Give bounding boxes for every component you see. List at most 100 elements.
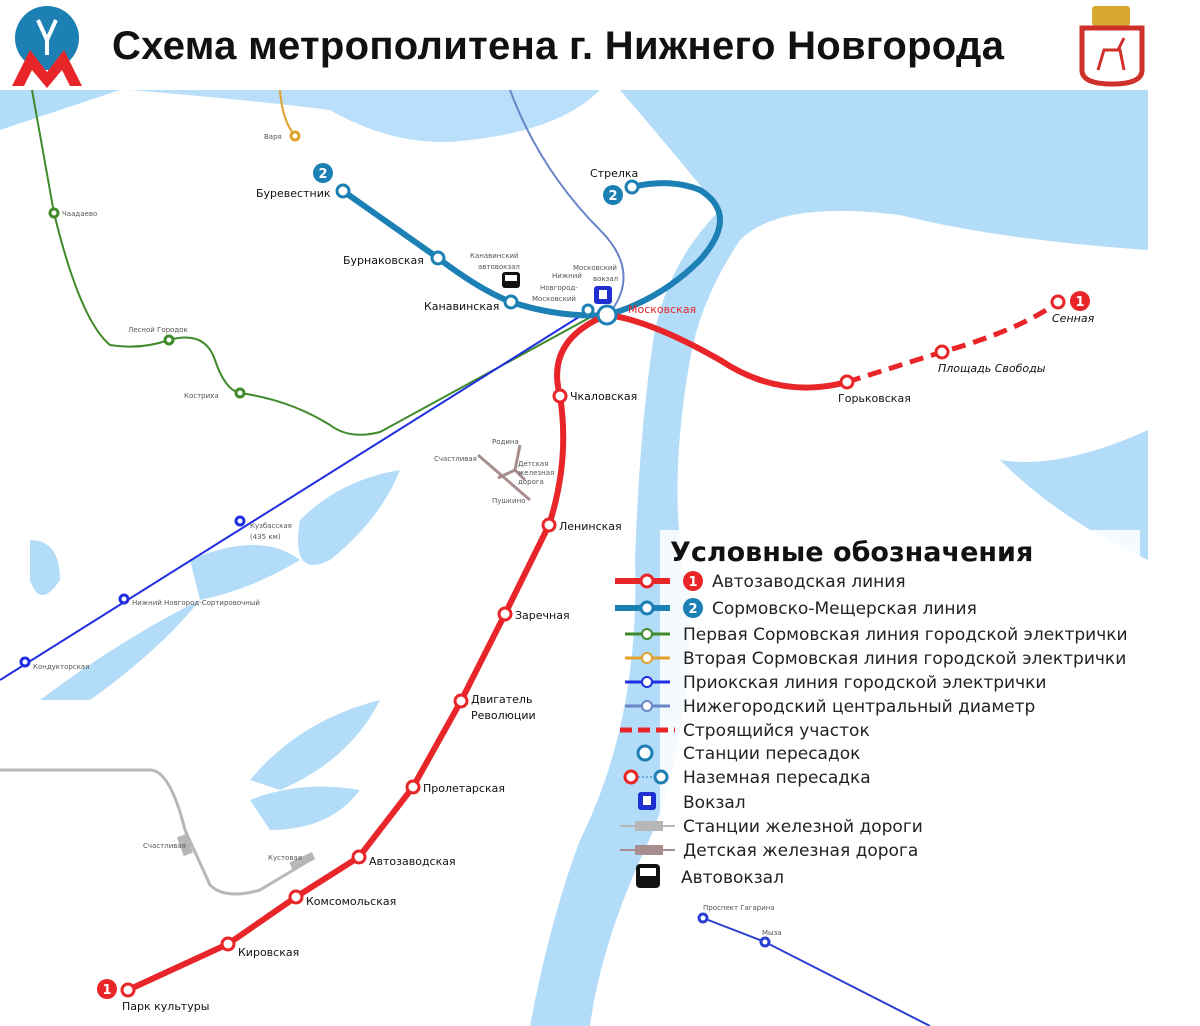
label-zarech: Заречная [515, 609, 570, 622]
label-burev: Буревестник [256, 187, 331, 200]
label-kuzb1: Кузбасская [250, 522, 292, 530]
railway-line [0, 768, 311, 896]
bus-station-icon [502, 272, 520, 288]
river [0, 90, 1148, 1026]
station-kanavinskaya[interactable] [503, 294, 519, 310]
station-dvigatel[interactable] [453, 693, 469, 709]
legend-item: Вторая Сормовская линия городской электр… [625, 649, 1126, 669]
label-pushk: Пушкино [492, 497, 525, 505]
station-kuzbasskaya[interactable] [234, 515, 246, 527]
station-kostarikha[interactable] [234, 387, 246, 399]
label-lesnoy: Лесной Городок [128, 326, 188, 334]
line-oka-east [702, 917, 931, 1026]
label-schast2: Счастливая [143, 842, 186, 850]
svg-text:Строящийся участок: Строящийся участок [683, 721, 870, 741]
line-1 [126, 311, 848, 993]
line-2-badge: 2 [603, 185, 623, 205]
metro-logo [12, 6, 82, 88]
station-varya[interactable] [289, 130, 301, 142]
coat-of-arms-icon [1079, 6, 1145, 87]
station-proletarskaya[interactable] [405, 779, 421, 795]
svg-text:2: 2 [688, 602, 697, 617]
station-leninskaya[interactable] [541, 517, 557, 533]
legend-item: Детская железная дорога [620, 841, 918, 861]
station-avtozavodskaya[interactable] [351, 849, 367, 865]
ncd-line [509, 89, 625, 311]
station-gorkovskaya[interactable] [839, 374, 855, 390]
label-kanav-bus2: автовокзал [478, 263, 520, 271]
station-myza[interactable] [759, 936, 771, 948]
station-ploshchad[interactable] [934, 344, 950, 360]
label-mosk-vok2: вокзал [593, 275, 618, 283]
railway-station-icon [289, 852, 316, 870]
label-detsk2: железная [518, 469, 554, 477]
label-kust: Кустовая [268, 854, 302, 862]
legend-item: Станции железной дороги [620, 817, 923, 837]
label-detsk3: дорога [518, 478, 544, 486]
label-komsom: Комсомольская [306, 895, 396, 908]
children-railway [477, 444, 531, 502]
label-schast: Счастливая [434, 455, 477, 463]
station-burevestnik[interactable] [335, 183, 351, 199]
svg-text:2: 2 [608, 189, 617, 204]
station-sennaya[interactable] [1050, 294, 1066, 310]
label-varya: Варя [264, 133, 282, 141]
label-kond: Кондукторская [33, 663, 89, 671]
label-park: Парк культуры [122, 1000, 209, 1013]
label-nn2: Новгород- [540, 284, 578, 292]
map-title: Схема метрополитена г. Нижнего Новгорода [112, 24, 1005, 68]
label-gagarin: Проспект Гагарина [703, 904, 775, 912]
station-kirovskaya[interactable] [220, 936, 236, 952]
label-kostar: Кострихa [184, 392, 219, 400]
line-sormovo-1 [31, 89, 601, 436]
station-zarechnaya[interactable] [497, 606, 513, 622]
line-2 [341, 180, 723, 319]
label-moskov: Московская [628, 303, 696, 316]
railway-station-icon [176, 833, 194, 857]
station-chkalovskaya[interactable] [552, 388, 568, 404]
label-mosk-vok1: Московский [573, 264, 617, 272]
station-komsomolskaya[interactable] [288, 889, 304, 905]
station-konduktorskaya[interactable] [19, 656, 31, 668]
station-park[interactable] [120, 982, 136, 998]
label-plosh: Площадь Свободы [938, 362, 1046, 375]
legend-item: Нижегородский центральный диаметр [625, 697, 1035, 717]
station-moskovskaya[interactable] [596, 304, 618, 326]
label-avtoz: Автозаводская [369, 855, 456, 868]
label-kanav: Канавинская [424, 300, 499, 313]
legend-item: Станции пересадок [636, 744, 860, 764]
label-chkal: Чкаловская [570, 390, 637, 403]
label-kuzb2: (435 км) [250, 533, 281, 541]
station-lesnoy[interactable] [163, 334, 175, 346]
station-sortirovochny[interactable] [118, 593, 130, 605]
line-oka [0, 309, 591, 681]
label-chaad: Чаадаево [62, 210, 97, 218]
line-2-badge: 2 [313, 163, 333, 183]
railway-terminal-icon [594, 286, 612, 304]
label-nn3: Московский [532, 295, 576, 303]
label-sort: Нижний Новгород-Сортировочный [132, 599, 260, 607]
svg-text:Нижегородский центральный диам: Нижегородский центральный диаметр [683, 697, 1035, 717]
label-detsk1: Детская [518, 460, 548, 468]
svg-text:Станции железной дороги: Станции железной дороги [683, 817, 923, 837]
station-chaadaevo[interactable] [48, 207, 60, 219]
svg-text:Детская железная дорога: Детская железная дорога [683, 841, 918, 861]
svg-text:Первая Сормовская линия городс: Первая Сормовская линия городской электр… [683, 625, 1128, 645]
station-burnakovskaya[interactable] [430, 250, 446, 266]
svg-text:Наземная пересадка: Наземная пересадка [683, 768, 871, 788]
label-kirov: Кировская [238, 946, 299, 959]
label-dvig2: Революции [471, 709, 536, 722]
svg-text:1: 1 [102, 983, 111, 998]
station-nn-moskovsky[interactable] [581, 303, 595, 317]
station-gagarin[interactable] [697, 912, 709, 924]
line-1-badge: 1 [1070, 291, 1090, 311]
legend-item: Строящийся участок [620, 721, 870, 741]
svg-text:2: 2 [318, 167, 327, 182]
label-rodina: Родина [492, 438, 519, 446]
station-strelka[interactable] [624, 179, 640, 195]
svg-text:Вторая Сормовская линия городс: Вторая Сормовская линия городской электр… [683, 649, 1126, 669]
